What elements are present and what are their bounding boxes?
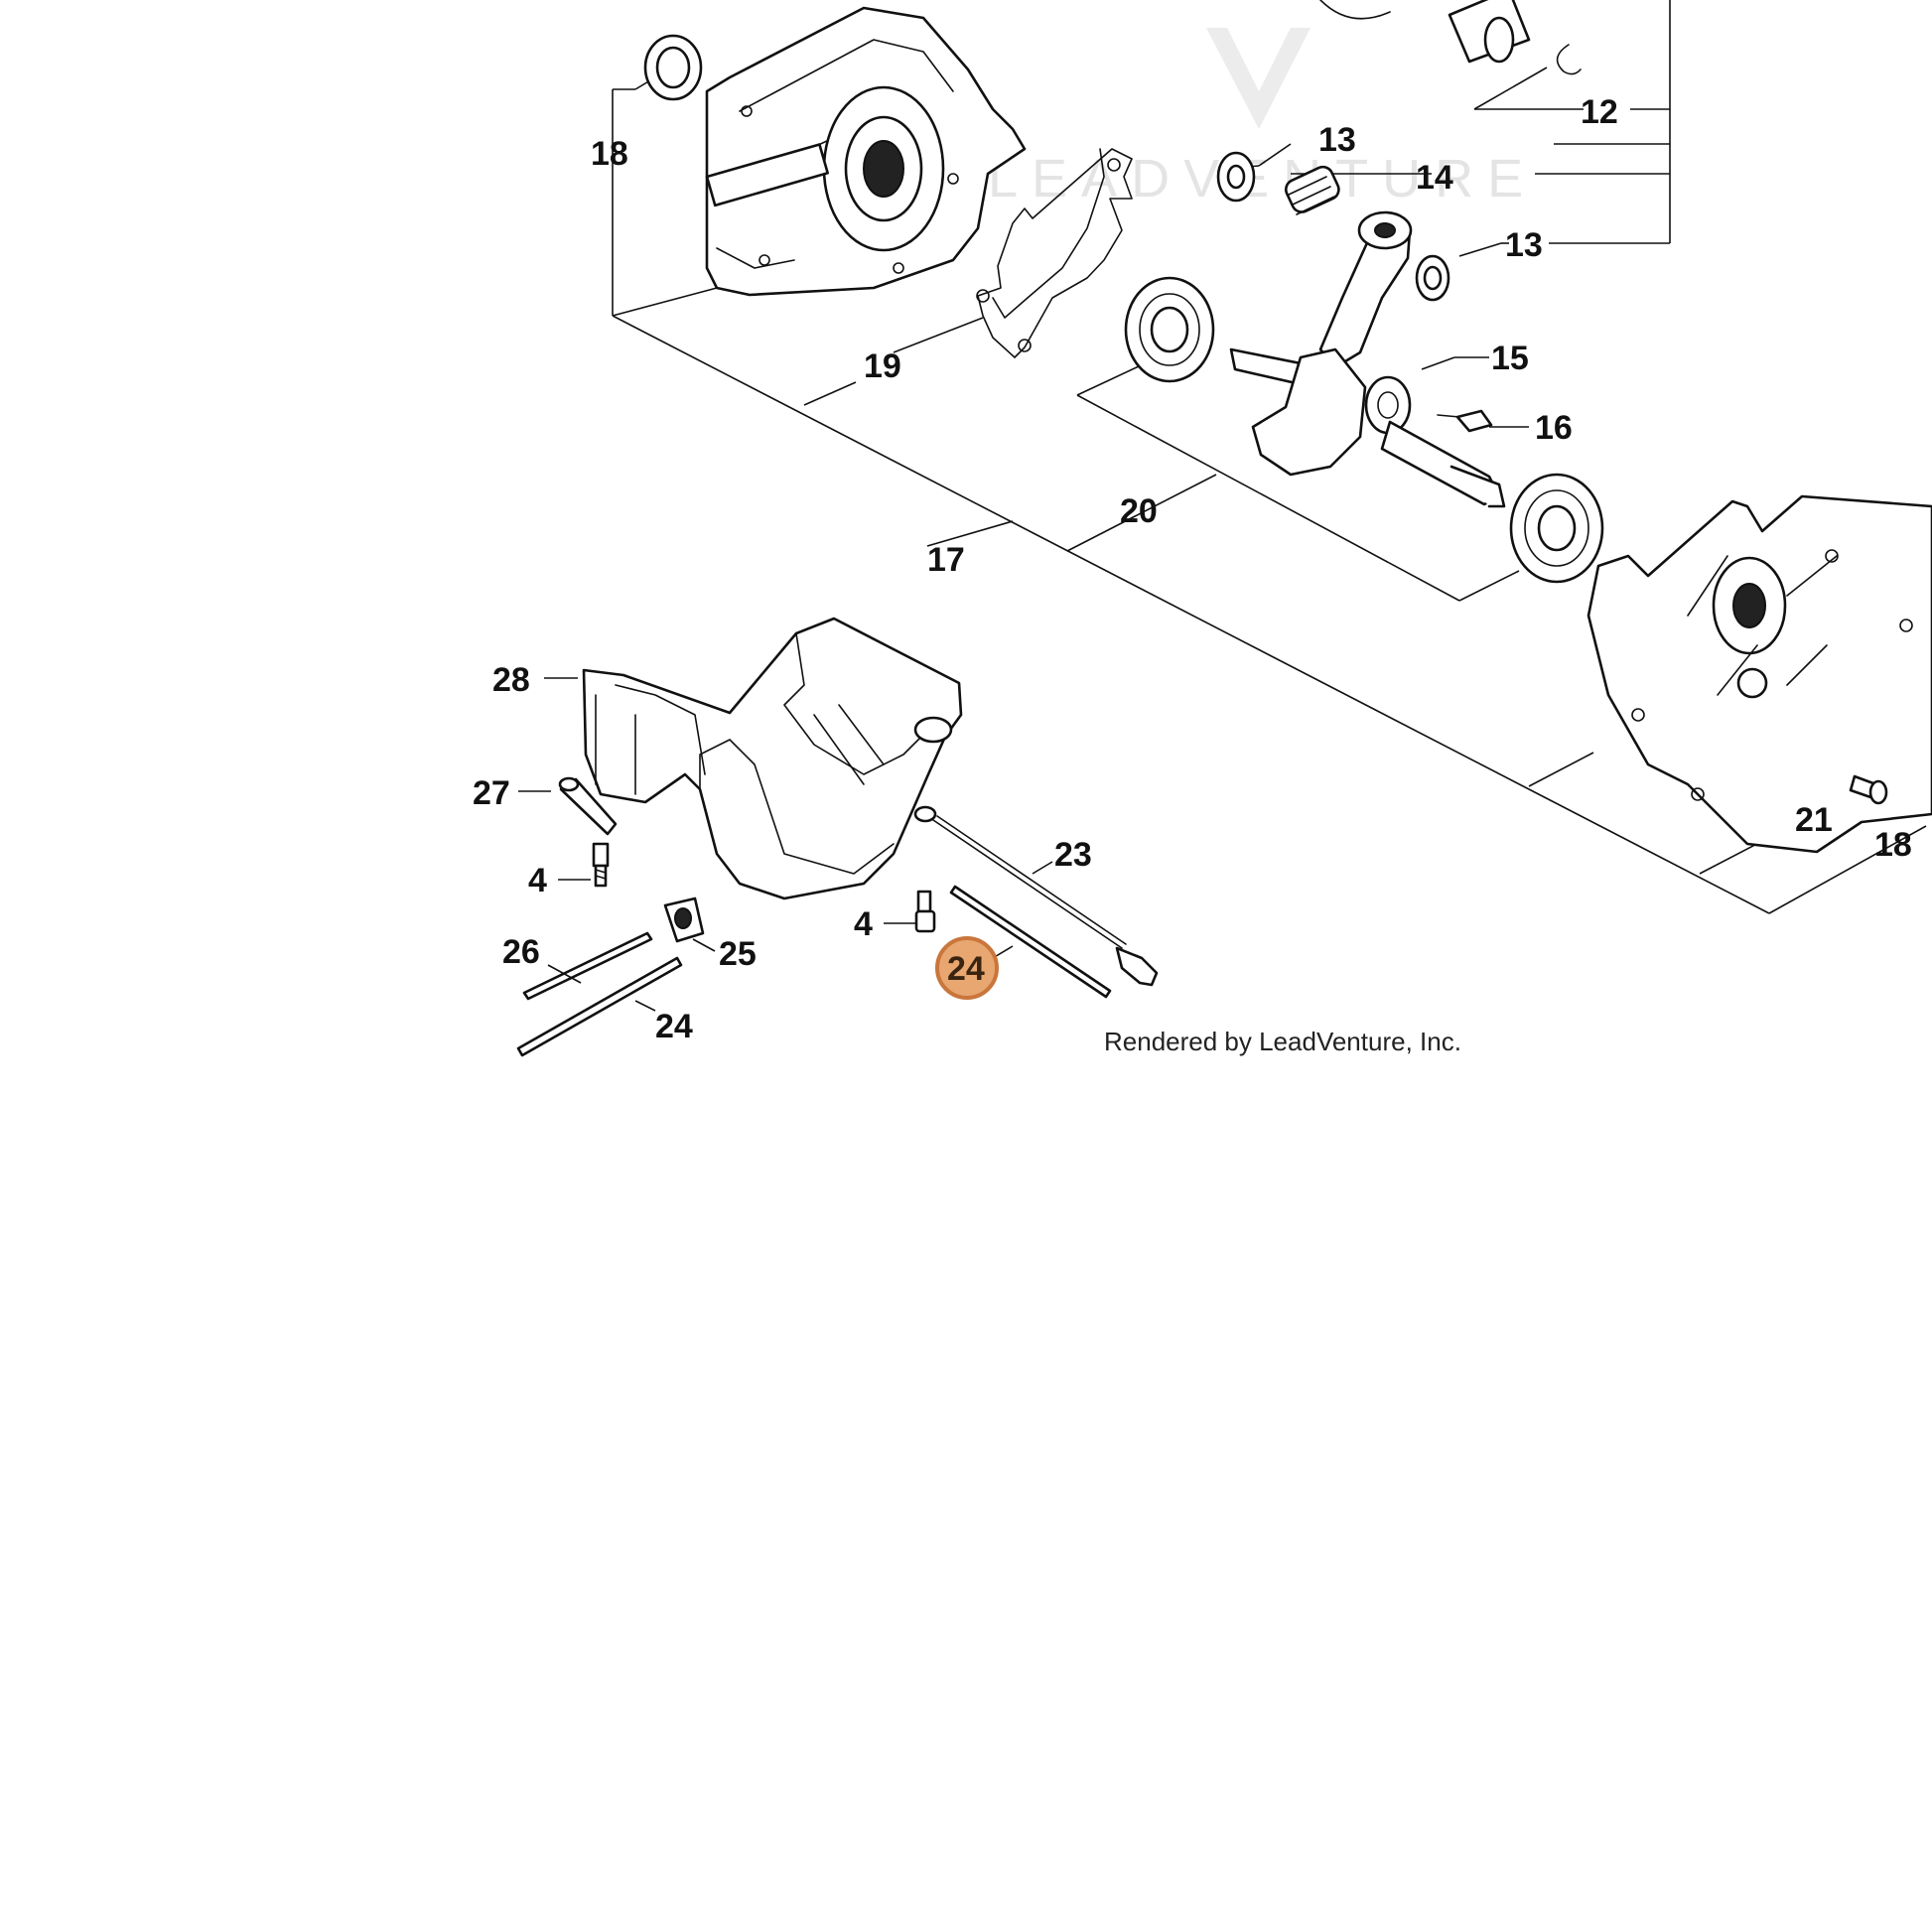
callout-4[interactable]: 4 — [854, 905, 873, 943]
gasket-part — [976, 148, 1133, 358]
callout-13[interactable]: 13 — [1318, 121, 1356, 159]
screw-4-right-part — [914, 890, 936, 933]
highlighted-callout-24[interactable]: 24 — [935, 936, 999, 1000]
bearing-left — [1124, 276, 1215, 383]
rendered-by-credit: Rendered by LeadVenture, Inc. — [1104, 1027, 1461, 1056]
callout-27[interactable]: 27 — [473, 774, 510, 812]
watermark-text: LEADVENTURE — [988, 149, 1537, 208]
seal-ring-part — [643, 34, 703, 101]
grommet-part — [663, 897, 705, 943]
callout-17[interactable]: 17 — [927, 541, 965, 579]
callout-13[interactable]: 13 — [1505, 226, 1543, 264]
callout-24[interactable]: 24 — [655, 1008, 693, 1045]
callout-20[interactable]: 20 — [1120, 492, 1158, 530]
callout-15[interactable]: 15 — [1491, 340, 1529, 377]
bearing-right — [1509, 473, 1604, 584]
piston-pin-part — [1319, 0, 1582, 75]
crankcase-left — [705, 6, 1027, 297]
woodruff-key-part — [1455, 409, 1493, 433]
leadventure-watermark: LEADVENTURE — [988, 28, 1537, 208]
callout-16[interactable]: 16 — [1535, 409, 1573, 447]
highlighted-callout-label: 24 — [947, 950, 985, 988]
callout-28[interactable]: 28 — [492, 661, 530, 699]
watermark-logo-icon — [1206, 28, 1311, 129]
screw-21-part — [1849, 774, 1888, 805]
rod-26-part — [522, 931, 653, 1001]
rod-24-right-part — [949, 885, 1112, 999]
crankcase-right — [1587, 494, 1932, 854]
screw-4-left-part — [592, 842, 610, 888]
callout-14[interactable]: 14 — [1416, 159, 1453, 197]
callout-18[interactable]: 18 — [1874, 826, 1912, 864]
callout-25[interactable]: 25 — [719, 935, 757, 973]
callout-26[interactable]: 26 — [502, 933, 540, 971]
thrust-washers-and-needle-bearing — [1216, 151, 1450, 302]
callout-4[interactable]: 4 — [528, 862, 547, 899]
rod-24-left-part — [516, 956, 683, 1057]
shroud-part — [582, 617, 963, 900]
callout-23[interactable]: 23 — [1054, 836, 1092, 874]
callout-21[interactable]: 21 — [1795, 801, 1833, 839]
callout-12[interactable]: 12 — [1581, 93, 1618, 131]
callout-18[interactable]: 18 — [591, 135, 628, 173]
cable-23-part — [913, 805, 1159, 987]
pin-27-part — [558, 776, 618, 836]
callout-19[interactable]: 19 — [864, 347, 901, 385]
crankshaft-part — [1229, 210, 1506, 508]
callout-labels: 12 13 14 13 15 16 18 19 20 17 21 18 28 2… — [473, 93, 1912, 1045]
